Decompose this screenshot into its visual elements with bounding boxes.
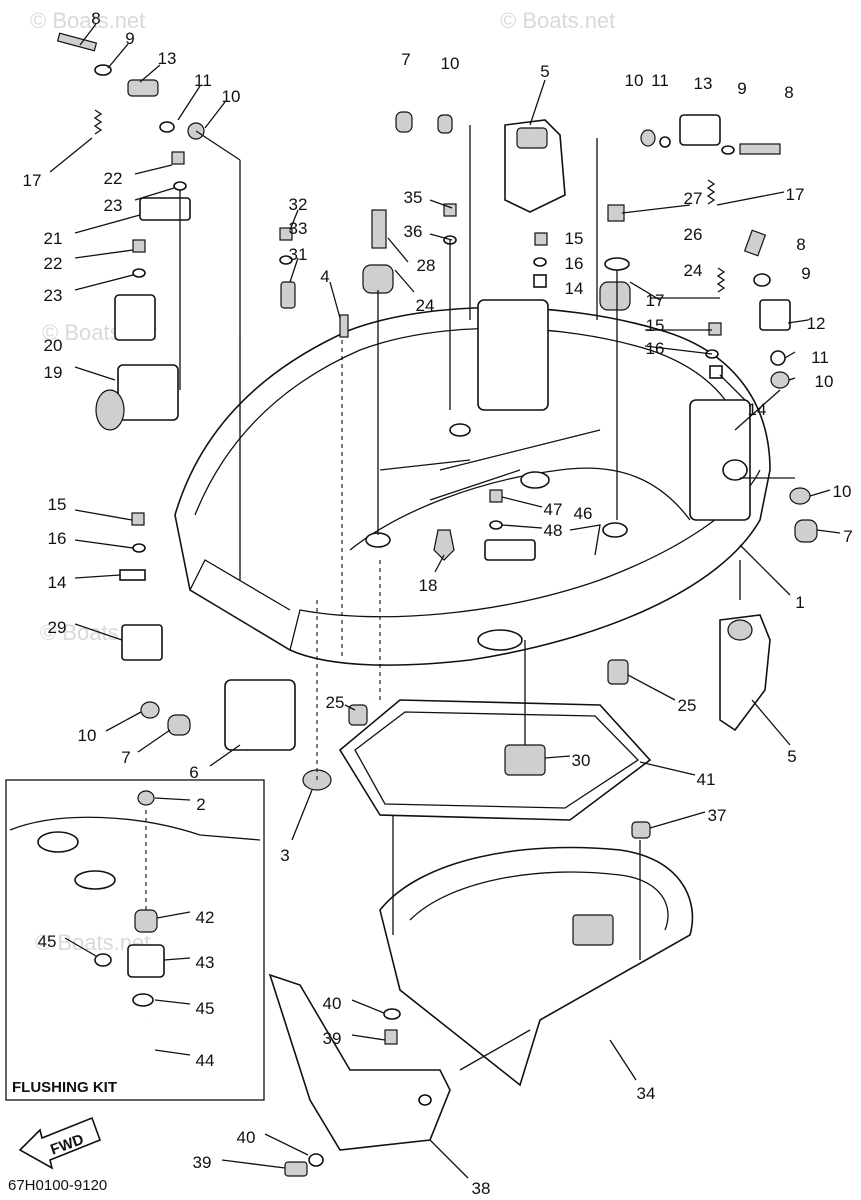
callout-9: 9 — [125, 29, 134, 48]
bracket-top — [504, 79, 566, 213]
callout-42: 42 — [196, 908, 215, 927]
callout-33: 33 — [289, 219, 308, 238]
hardware — [56, 32, 818, 806]
callout-17: 17 — [786, 185, 805, 204]
callout-10: 10 — [815, 372, 834, 391]
callout-39: 39 — [323, 1029, 342, 1048]
callout-17: 17 — [23, 171, 42, 190]
callout-44: 44 — [196, 1051, 215, 1070]
callout-7: 7 — [843, 527, 852, 546]
callout-13: 13 — [158, 49, 177, 68]
callout-20: 20 — [44, 336, 63, 355]
callout-37: 37 — [708, 806, 727, 825]
flushing-kit-inset: FLUSHING KIT — [5, 779, 265, 1101]
callout-7: 7 — [121, 748, 130, 767]
callout-13: 13 — [694, 74, 713, 93]
leader-lines — [49, 23, 841, 1179]
callout-9: 9 — [737, 79, 746, 98]
callout-45: 45 — [196, 999, 215, 1018]
callout-23: 23 — [104, 196, 123, 215]
regulator-19 — [95, 294, 179, 431]
callout-10: 10 — [78, 726, 97, 745]
callout-27: 27 — [684, 189, 703, 208]
callout-28: 28 — [417, 256, 436, 275]
callout-5: 5 — [540, 62, 549, 81]
callout-32: 32 — [289, 195, 308, 214]
callout-48: 48 — [544, 521, 563, 540]
callout-4: 4 — [320, 267, 329, 286]
assembly-lines — [145, 125, 795, 1071]
callout-30: 30 — [572, 751, 591, 770]
callout-15: 15 — [565, 229, 584, 248]
inset-title: FLUSHING KIT — [12, 1079, 117, 1096]
callout-18: 18 — [419, 576, 438, 595]
callout-10: 10 — [441, 54, 460, 73]
grommet-24 — [362, 264, 631, 311]
callout-8: 8 — [91, 9, 100, 28]
callout-26: 26 — [684, 225, 703, 244]
callout-23: 23 — [44, 286, 63, 305]
callout-40: 40 — [237, 1128, 256, 1147]
lower-cover-38 — [268, 973, 451, 1177]
callout-45: 45 — [38, 932, 57, 951]
callout-5: 5 — [787, 747, 796, 766]
callout-46: 46 — [574, 504, 593, 523]
callout-11: 11 — [651, 71, 669, 90]
callout-1: 1 — [795, 593, 804, 612]
callout-38: 38 — [472, 1179, 491, 1198]
callout-21: 21 — [44, 229, 63, 248]
callout-25: 25 — [326, 693, 345, 712]
callout-47: 47 — [544, 500, 563, 519]
callout-11: 11 — [194, 71, 212, 90]
callout-25: 25 — [678, 696, 697, 715]
callout-36: 36 — [404, 222, 423, 241]
callout-8: 8 — [784, 83, 793, 102]
diagram-code: 67H0100-9120 — [8, 1177, 107, 1194]
callout-22: 22 — [44, 254, 63, 273]
callout-29: 29 — [48, 618, 67, 637]
callout-40: 40 — [323, 994, 342, 1013]
watermark-text: © Boats.net — [500, 8, 615, 33]
callout-16: 16 — [565, 254, 584, 273]
callout-10: 10 — [833, 482, 852, 501]
bracket-right — [719, 614, 791, 746]
callout-14: 14 — [748, 400, 767, 419]
fwd-arrow: FWD — [18, 1116, 102, 1170]
callout-8: 8 — [796, 235, 805, 254]
callout-2: 2 — [196, 795, 205, 814]
callout-39: 39 — [193, 1153, 212, 1172]
callout-16: 16 — [48, 529, 67, 548]
callout-15: 15 — [646, 316, 665, 335]
callout-16: 16 — [646, 339, 665, 358]
callout-14: 14 — [565, 279, 584, 298]
callout-31: 31 — [289, 245, 308, 264]
callout-10: 10 — [625, 71, 644, 90]
bottom-cowling — [174, 299, 771, 666]
callout-11: 11 — [811, 348, 829, 367]
callout-43: 43 — [196, 953, 215, 972]
callout-10: 10 — [222, 87, 241, 106]
callout-7: 7 — [401, 50, 410, 69]
callout-19: 19 — [44, 363, 63, 382]
callout-41: 41 — [697, 770, 716, 789]
callout-22: 22 — [104, 169, 123, 188]
callout-6: 6 — [189, 763, 198, 782]
seal-41 — [338, 699, 652, 839]
callout-35: 35 — [404, 188, 423, 207]
callout-24: 24 — [684, 261, 703, 280]
callout-14: 14 — [48, 573, 67, 592]
watermark-text: © Boats.net — [30, 8, 145, 33]
callout-34: 34 — [637, 1084, 656, 1103]
lower-cover-34 — [379, 846, 694, 1087]
callout-9: 9 — [801, 264, 810, 283]
callout-12: 12 — [807, 314, 826, 333]
callout-24: 24 — [416, 296, 435, 315]
callout-17: 17 — [646, 291, 665, 310]
callout-15: 15 — [48, 495, 67, 514]
callout-3: 3 — [280, 846, 289, 865]
